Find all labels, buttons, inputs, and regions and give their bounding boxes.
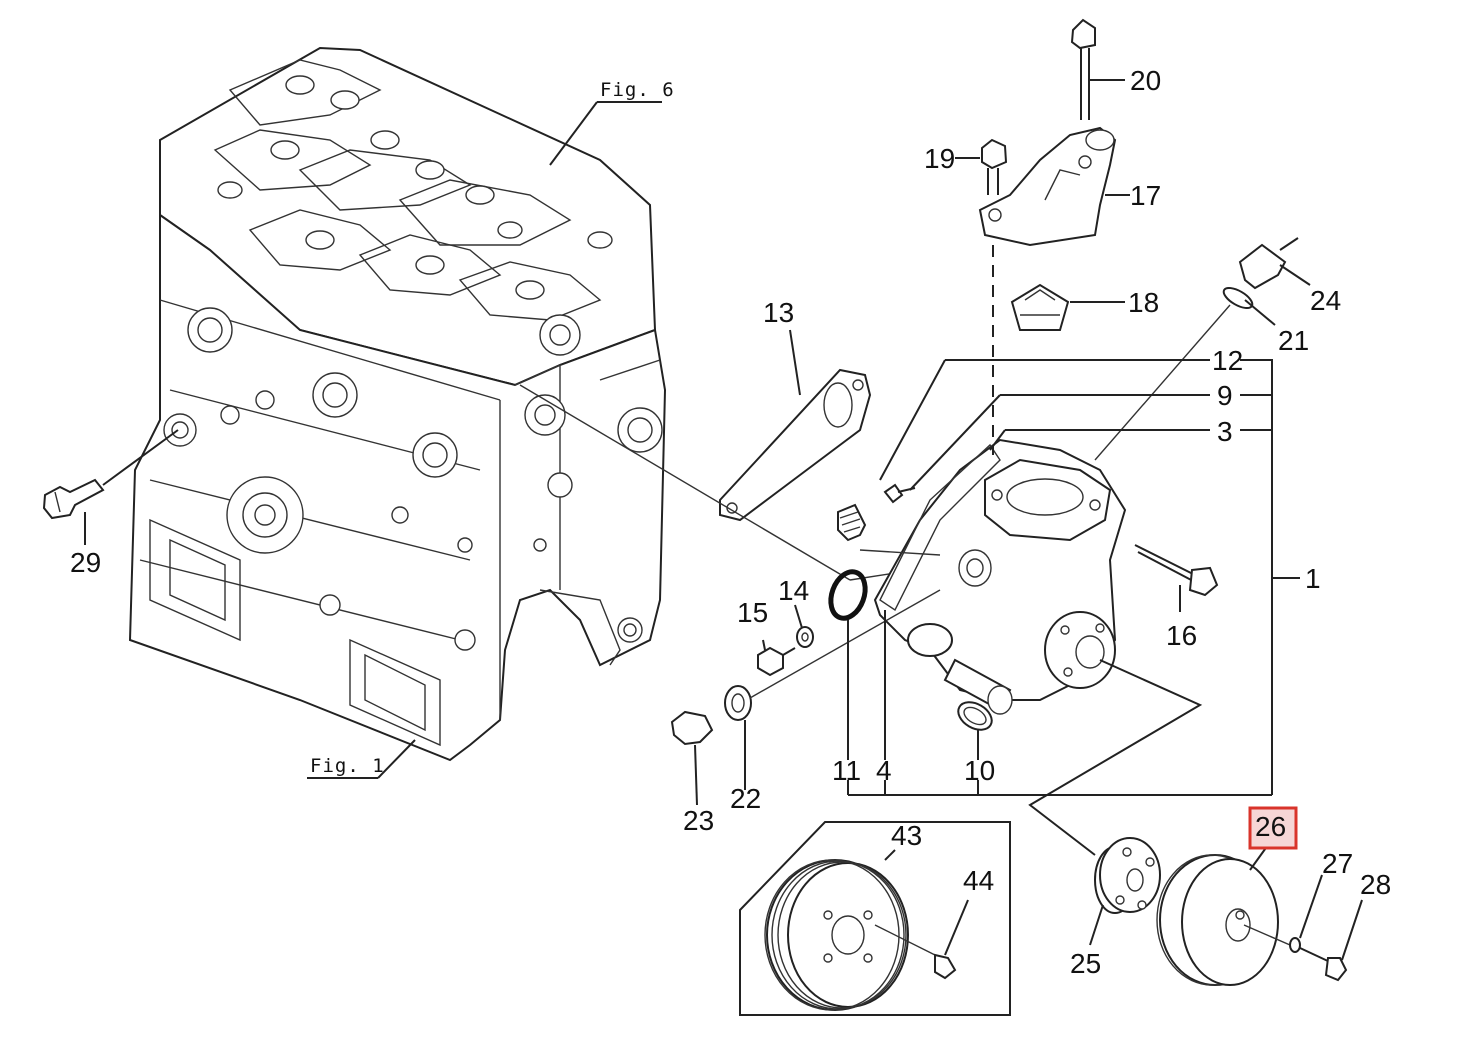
part-label-16[interactable]: 16: [1166, 620, 1197, 651]
highlight-box-part-26: [1248, 806, 1298, 850]
part-number-labels: 20 19 17 18 24 21 13 12 9 3 1 16 29 15 1…: [70, 65, 1391, 979]
part-label-4[interactable]: 4: [876, 755, 892, 786]
part-label-19[interactable]: 19: [924, 143, 955, 174]
part-label-29[interactable]: 29: [70, 547, 101, 578]
fig-ref-fig6[interactable]: Fig. 6: [549, 79, 675, 166]
pulley-inset-box: [739, 821, 1011, 1016]
part-label-1[interactable]: 1: [1305, 563, 1321, 594]
callout-bracket: [847, 359, 1300, 856]
part-label-23[interactable]: 23: [683, 805, 714, 836]
part-17-thermostat-cover: [978, 126, 1130, 247]
part-19-bolt: [955, 138, 1008, 195]
part-12-plug: [837, 503, 941, 556]
fig-ref-label: Fig. 1: [310, 755, 385, 777]
water-pump-body: [873, 438, 1127, 715]
part-23-plug: [670, 710, 714, 806]
part-20-bolt: [1070, 18, 1125, 120]
part-label-14[interactable]: 14: [778, 575, 809, 606]
part-15-bolt: [757, 639, 796, 677]
part-label-13[interactable]: 13: [763, 297, 794, 328]
part-label-10[interactable]: 10: [964, 755, 995, 786]
part-label-17[interactable]: 17: [1130, 180, 1161, 211]
part-24-temp-sensor: [1238, 237, 1311, 290]
part-28-bolt: [1299, 899, 1363, 982]
part-label-43[interactable]: 43: [891, 820, 922, 851]
part-21-washer: [1094, 286, 1276, 461]
part-label-3[interactable]: 3: [1217, 416, 1233, 447]
part-label-15[interactable]: 15: [737, 597, 768, 628]
part-11-o-ring: [828, 569, 868, 621]
part-10-o-ring: [957, 701, 993, 731]
part-label-44[interactable]: 44: [963, 865, 994, 896]
part-25-hub: [1089, 837, 1161, 946]
part-label-11[interactable]: 11: [832, 755, 861, 786]
part-label-27[interactable]: 27: [1322, 848, 1353, 879]
part-22-washer: [724, 589, 941, 790]
part-label-21[interactable]: 21: [1278, 325, 1309, 356]
part-27-washer: [1289, 874, 1323, 953]
part-label-20[interactable]: 20: [1130, 65, 1161, 96]
part-29-sensor: [42, 429, 179, 545]
fig-ref-label: Fig. 6: [600, 79, 675, 101]
part-label-9[interactable]: 9: [1217, 380, 1233, 411]
part-label-12[interactable]: 12: [1212, 345, 1243, 376]
part-label-22[interactable]: 22: [730, 783, 761, 814]
part-label-25[interactable]: 25: [1070, 948, 1101, 979]
part-label-18[interactable]: 18: [1128, 287, 1159, 318]
part-label-24[interactable]: 24: [1310, 285, 1341, 316]
part-16-bolt: [1134, 544, 1219, 612]
part-9-bolt: [883, 483, 916, 504]
part-18-thermostat: [1010, 283, 1125, 331]
fig-ref-fig1[interactable]: Fig. 1: [307, 739, 416, 779]
engine-block-illustration: [128, 46, 667, 762]
part-26-pulley: [1156, 844, 1291, 986]
part-13-gasket: [719, 329, 872, 522]
part-label-26[interactable]: 26: [1255, 811, 1286, 842]
part-label-28[interactable]: 28: [1360, 869, 1391, 900]
part-14-washer: [794, 604, 814, 648]
